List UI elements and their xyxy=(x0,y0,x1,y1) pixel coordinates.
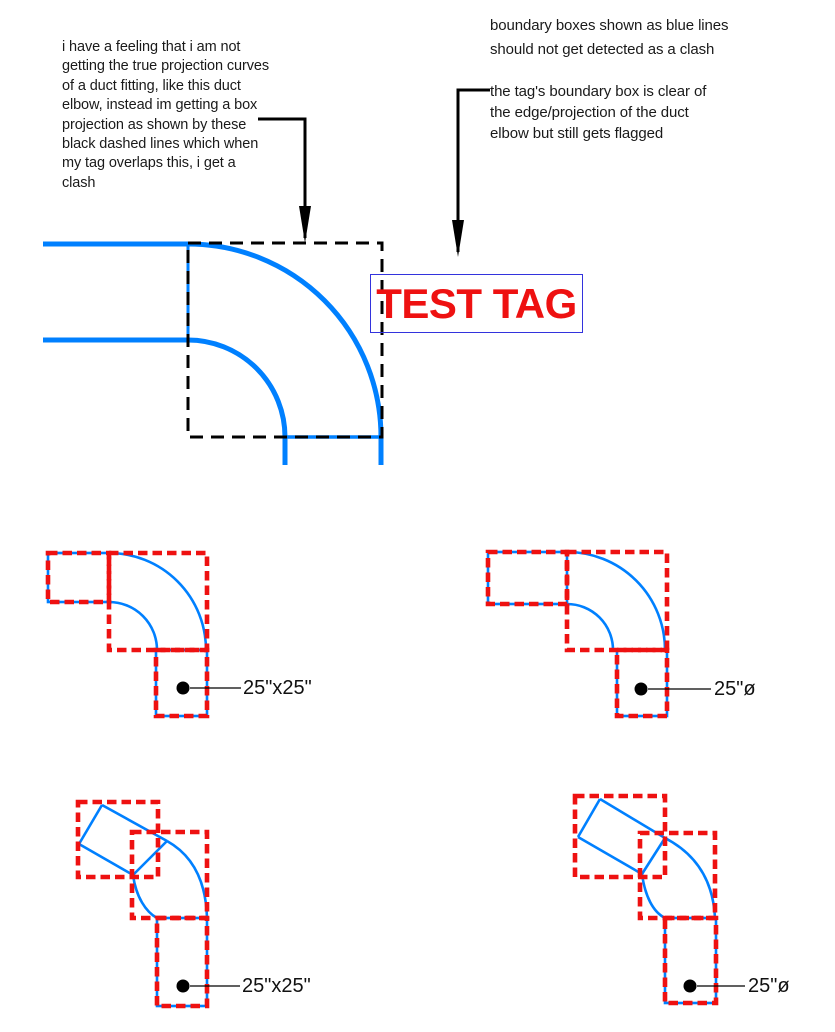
duct-segment-boundary-blue xyxy=(155,916,209,1008)
diagram-round-duct-plan xyxy=(485,549,711,719)
duct-lower-wall xyxy=(78,842,134,877)
note-line: elbow, instead im getting a box xyxy=(62,97,258,114)
reference-point-dot xyxy=(634,682,648,696)
duct-endcap-line xyxy=(77,804,104,845)
duct-size-label: 25"ø xyxy=(714,678,756,700)
elbow-outer-arc xyxy=(166,839,209,919)
leader-line xyxy=(258,117,307,238)
note-line: clash xyxy=(62,174,96,191)
elbow-joint-line xyxy=(132,840,168,876)
boundary-box-red xyxy=(662,915,719,1006)
duct-outline-blue xyxy=(77,803,209,1008)
elbow-joint-line xyxy=(640,837,667,875)
boundary-box-red xyxy=(75,799,161,880)
elbow-outer-arc xyxy=(187,241,384,438)
reference-point-dot xyxy=(683,979,697,993)
note-line: the tag's boundary box is clear of xyxy=(490,83,707,100)
duct-outline-blue xyxy=(576,797,718,1005)
duct-upper-wall xyxy=(101,803,168,843)
note-line: elbow but still gets flagged xyxy=(490,125,664,142)
duct-upper-wall xyxy=(599,797,666,840)
boundary-box-red xyxy=(129,829,210,921)
note-line: of a duct fitting, like this duct xyxy=(62,77,241,94)
elbow-box-projection-dashed xyxy=(186,241,384,439)
note-line: getting the true projection curves xyxy=(62,58,269,75)
boundary-boxes-red-dashed xyxy=(75,799,210,1009)
diagram-round-duct-rotated xyxy=(572,793,745,1006)
reference-point-dot xyxy=(176,681,190,695)
test-tag: TEST TAG xyxy=(370,274,583,333)
boundary-box-red xyxy=(45,550,112,605)
elbow-outer-arc xyxy=(566,550,667,651)
elbow-inner-arc xyxy=(108,600,159,651)
reference-point-dot xyxy=(176,979,190,993)
elbow-inner-arc xyxy=(131,874,158,920)
right-top-annotation-note: boundary boxes shown as blue lines shoul… xyxy=(490,14,729,62)
note-line: black dashed lines which when xyxy=(62,136,259,153)
boundary-boxes-red-dashed xyxy=(572,793,719,1006)
note-line: should not get detected as a clash xyxy=(490,41,715,58)
diagram-rect-duct-plan xyxy=(45,550,241,719)
duct-segment-boundary-blue xyxy=(46,551,111,604)
main-duct-elbow xyxy=(43,241,384,465)
note-line: the edge/projection of the duct xyxy=(490,104,689,121)
boundary-box-red xyxy=(106,550,210,653)
leader-left-note xyxy=(258,117,307,238)
elbow-inner-arc xyxy=(187,337,288,438)
duct-segment-boundary-blue xyxy=(486,550,569,606)
boundary-boxes-red-dashed xyxy=(45,550,210,719)
elbow-inner-arc xyxy=(566,602,615,651)
boundary-box-red xyxy=(637,830,718,921)
boundary-boxes-red-dashed xyxy=(485,549,670,719)
elbow-outer-arc xyxy=(108,551,208,651)
boundary-box-red xyxy=(485,549,570,607)
elbow-inner-arc xyxy=(640,873,666,920)
note-line: projection as shown by these xyxy=(62,116,247,133)
boundary-box-red xyxy=(572,793,668,880)
duct-size-label: 25"x25" xyxy=(242,975,311,997)
duct-lower-wall xyxy=(577,835,643,876)
arrow-down-icon xyxy=(452,220,464,257)
note-line: my tag overlaps this, i get a xyxy=(62,155,236,172)
leader-right-note xyxy=(456,88,490,252)
note-line: boundary boxes shown as blue lines xyxy=(490,17,729,34)
duct-endcap-line xyxy=(576,798,602,838)
right-bottom-annotation-note: the tag's boundary box is clear of the e… xyxy=(490,81,706,144)
duct-size-label: 25"ø xyxy=(748,975,790,997)
test-tag-label: TEST TAG xyxy=(376,279,577,327)
elbow-outer-arc xyxy=(664,836,717,919)
boundary-box-red xyxy=(154,915,210,1009)
leader-line xyxy=(456,88,490,252)
diagram-rect-duct-rotated xyxy=(75,799,240,1009)
note-line: i have a feeling that i am not xyxy=(62,39,241,55)
arrow-down-icon xyxy=(299,206,311,243)
duct-size-label: 25"x25" xyxy=(243,677,312,699)
left-annotation-note: i have a feeling that i am not getting t… xyxy=(62,38,269,193)
